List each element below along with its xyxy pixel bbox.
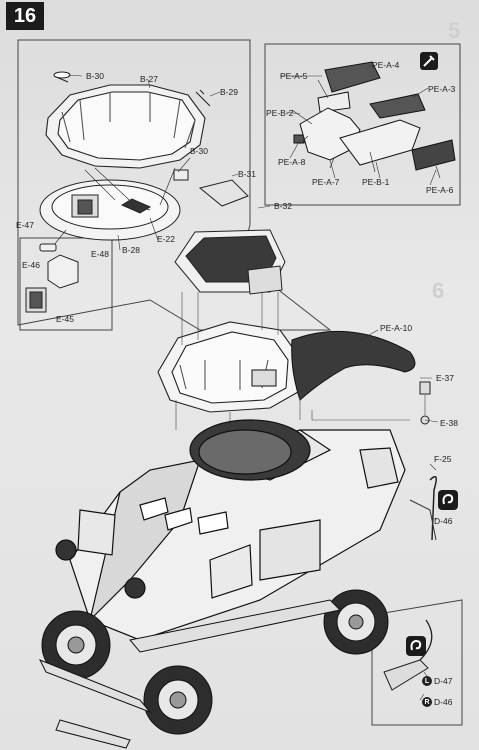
bend-hook-icon — [406, 636, 426, 656]
part-label-pe-a-5: PE-A-5 — [280, 71, 308, 81]
bleed-through-number: 5 — [448, 18, 461, 43]
wheels — [41, 589, 389, 735]
right-side-tag: R — [422, 697, 432, 707]
bleed-through-number: 6 — [432, 278, 445, 303]
detail-frame-sight — [19, 237, 113, 331]
part-label-b30: B-30 — [86, 71, 104, 81]
part-label-pe-a-6: PE-A-6 — [426, 185, 454, 195]
part-label-e37: E-37 — [436, 373, 454, 383]
part-label-e46: E-46 — [22, 260, 40, 270]
part-label-f25: F-25 — [434, 454, 452, 464]
photo-etch-tool-icon — [420, 52, 438, 70]
part-label-e45: E-45 — [56, 314, 74, 324]
part-label-pe-a-4: PE-A-4 — [372, 60, 400, 70]
part-label-pe-a-10: PE-A-10 — [380, 323, 413, 333]
part-label-pe-a-8: PE-A-8 — [278, 157, 306, 167]
detail-frame-exhaust — [371, 599, 463, 726]
armored-car-body — [55, 419, 406, 641]
part-label-e48: E-48 — [91, 249, 109, 259]
part-label-d46-top: D-46 — [434, 516, 453, 526]
bend-hook-icon — [438, 490, 458, 510]
part-label-b32: B-32 — [274, 201, 292, 211]
detail-frame-turret — [17, 39, 332, 331]
part-label-b29: B-29 — [220, 87, 238, 97]
part-label-d47: D-47 — [434, 676, 453, 686]
engine-grille-mesh — [291, 330, 416, 401]
photoetch-parts — [293, 61, 456, 171]
part-label-e22: E-22 — [157, 234, 175, 244]
hatch-frame — [174, 179, 286, 295]
part-label-b30-mid: B-30 — [190, 146, 208, 156]
step-number-badge: 16 — [6, 2, 44, 30]
part-label-e47: E-47 — [16, 220, 34, 230]
part-label-b31: B-31 — [238, 169, 256, 179]
part-label-pe-a-7: PE-A-7 — [312, 177, 340, 187]
part-label-pe-b-2: PE-B-2 — [266, 108, 294, 118]
turret-ring-upper — [45, 84, 206, 169]
turret-ring-lower — [157, 321, 301, 413]
part-label-pe-a-3: PE-A-3 — [428, 84, 456, 94]
part-label-pe-b-1: PE-B-1 — [362, 177, 390, 187]
part-label-b28: B-28 — [122, 245, 140, 255]
part-label-e38: E-38 — [440, 418, 458, 428]
left-side-tag: L — [422, 676, 432, 686]
part-label-b27: B-27 — [140, 74, 158, 84]
detail-frame-photoetch — [264, 43, 461, 206]
part-label-d46-bottom: D-46 — [434, 697, 453, 707]
turret-floor — [39, 179, 181, 241]
sight-parts — [25, 243, 79, 313]
